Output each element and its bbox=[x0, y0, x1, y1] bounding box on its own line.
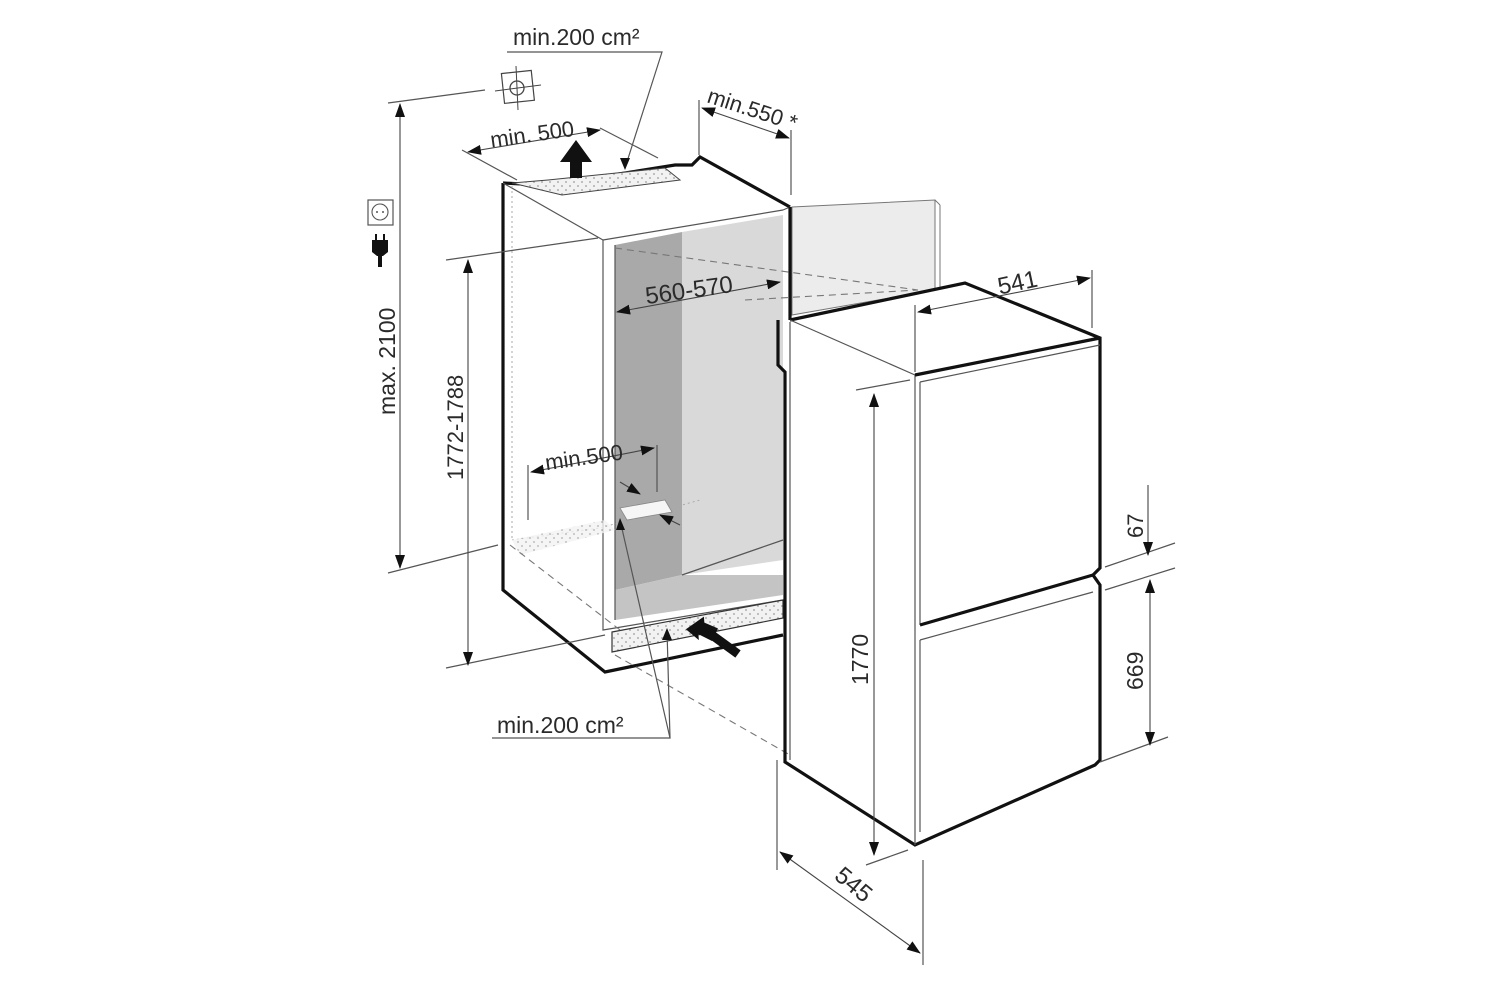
dim-max-height: max. 2100 bbox=[374, 89, 499, 574]
dim-niche-height: 1772-1788 bbox=[443, 237, 606, 669]
dim-top-vent-width: min. 500 bbox=[461, 116, 659, 181]
dim-door-gap: 67 bbox=[1104, 485, 1176, 591]
svg-text:545: 545 bbox=[829, 862, 877, 908]
dim-top-vent-area: min.200 cm² bbox=[507, 24, 663, 170]
svg-text:1772-1788: 1772-1788 bbox=[443, 375, 468, 480]
power-socket-icon bbox=[367, 199, 394, 226]
dim-bottom-vent-area: min.200 cm² bbox=[492, 518, 672, 739]
airflow-in-arrow-icon bbox=[685, 616, 741, 658]
svg-text:min. 500: min. 500 bbox=[489, 116, 576, 153]
svg-text:min.200 cm²: min.200 cm² bbox=[497, 712, 624, 738]
svg-text:min.550 *: min.550 * bbox=[704, 83, 801, 136]
dim-lower-door-height: 669 bbox=[1099, 579, 1169, 763]
svg-text:541: 541 bbox=[995, 266, 1040, 301]
dim-door-clearance: min.550 * bbox=[698, 83, 801, 195]
svg-text:1770: 1770 bbox=[847, 634, 873, 685]
upper-door bbox=[914, 336, 1101, 377]
top-vent-slot bbox=[511, 167, 682, 196]
ventilation-target-icon bbox=[494, 65, 542, 111]
rear-vent-slot bbox=[619, 499, 673, 521]
svg-text:669: 669 bbox=[1122, 652, 1148, 690]
airflow-up-arrow-icon bbox=[560, 140, 592, 178]
svg-text:max. 2100: max. 2100 bbox=[374, 308, 400, 415]
svg-text:min.200 cm²: min.200 cm² bbox=[513, 24, 640, 50]
lower-door bbox=[919, 591, 1094, 641]
svg-text:67: 67 bbox=[1123, 514, 1148, 538]
niche-floor bbox=[615, 575, 783, 620]
refrigerator-appliance bbox=[776, 281, 1102, 847]
niche-back-light bbox=[682, 215, 783, 575]
bottom-vent-floor bbox=[512, 520, 615, 555]
power-plug-icon bbox=[372, 234, 388, 267]
svg-text:min.500: min.500 bbox=[543, 440, 624, 476]
